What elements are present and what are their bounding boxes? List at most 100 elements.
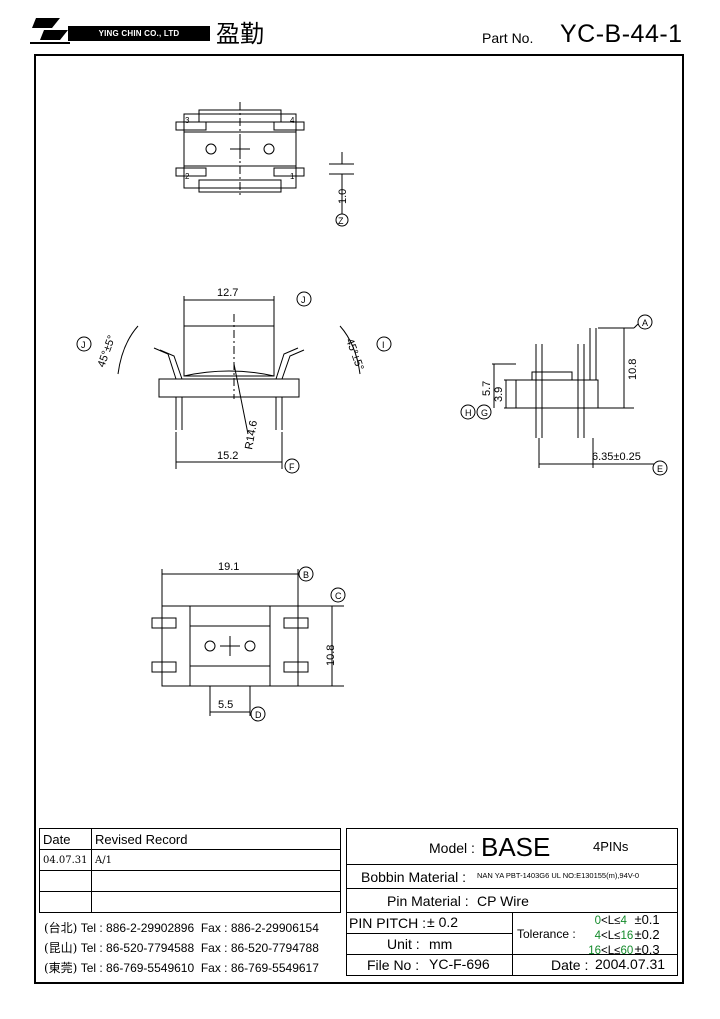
dim-radius: R14.6 xyxy=(243,420,260,451)
dim-width-top: 12.7 xyxy=(217,287,238,299)
contact-region: (昆山) xyxy=(44,941,78,955)
title-header: YING CHIN CO., LTD 盈勤 Part No. YC-B-44-1 xyxy=(0,0,720,55)
spec-model-row: Model : BASE 4PINs xyxy=(347,829,677,865)
spec-left-block: PIN PITCH : ± 0.2 Unit : mm File No : YC… xyxy=(347,913,513,975)
contact-tel: Tel : 86-769-5549610 xyxy=(80,961,195,975)
dim-pitch: 5.5 xyxy=(218,699,233,711)
ref-h: H xyxy=(465,408,472,418)
contact-fax: Fax : 86-769-5549617 xyxy=(200,961,319,975)
contact-fax: Fax : 886-2-29906154 xyxy=(200,921,319,935)
company-name-cn: 盈勤 xyxy=(216,20,264,48)
revision-record-1: A/1 xyxy=(91,849,341,871)
bottom-view xyxy=(151,569,344,716)
revision-header-record: Revised Record xyxy=(91,828,341,850)
ref-circle-j-top xyxy=(296,291,312,307)
revision-date-3 xyxy=(39,891,92,913)
tolerance-label: Tolerance : xyxy=(517,927,576,941)
bobbin-value: NAN YA PBT-1403G6 UL NO:E130155(m),94V-0 xyxy=(477,871,640,880)
dim-height-57: 5.7 xyxy=(481,381,493,396)
file-label: File No : xyxy=(367,957,420,973)
ref-circle-a xyxy=(637,314,653,330)
tolerance-block: Tolerance : 0<L≤4±0.1 4<L≤16±0.2 16<L≤60… xyxy=(513,912,677,958)
company-logo-icon xyxy=(30,18,70,44)
ref-circle-e xyxy=(652,460,668,476)
unit-row: Unit : mm xyxy=(347,934,512,955)
tolerance-row: 4<L≤16±0.2 xyxy=(594,927,660,942)
ref-circle-i xyxy=(376,336,392,352)
contact-fax: Fax : 86-520-7794788 xyxy=(200,941,319,955)
ref-circle-h xyxy=(460,404,476,420)
part-no-value: YC-B-44-1 xyxy=(560,20,683,48)
pitch-row: PIN PITCH : ± 0.2 xyxy=(347,913,512,934)
ref-d: D xyxy=(255,710,262,720)
side-view xyxy=(492,323,654,468)
ref-c: C xyxy=(335,591,342,601)
unit-label: Unit : xyxy=(387,936,420,952)
revision-table: Date Revised Record 04.07.31 A/1 xyxy=(39,828,341,913)
dim-pin-span: 15.2 xyxy=(217,450,238,462)
pin-material-value: CP Wire xyxy=(477,893,529,909)
ref-j-top: J xyxy=(301,295,306,305)
dim-angle-left: 45°±5° xyxy=(96,334,119,369)
ref-circle-j-left xyxy=(76,336,92,352)
pin-number-1: 1 xyxy=(290,172,295,181)
technical-drawing: 3 4 2 1 1.0 Z 12.7 J 45°±5° J 45°±5° I R… xyxy=(76,102,668,722)
ref-circle-g xyxy=(476,404,492,420)
tolerance-table: 0<L≤4±0.1 4<L≤16±0.2 16<L≤60±0.3 xyxy=(583,912,660,958)
ref-f: F xyxy=(289,462,295,472)
contact-line-dongguan: (東莞) Tel : 86-769-5549610 Fax : 86-769-5… xyxy=(44,959,319,976)
dim-bottom-depth: 10.8 xyxy=(325,645,337,666)
revision-date-1: 04.07.31 xyxy=(39,849,92,871)
revision-date-2 xyxy=(39,870,92,892)
pin-number-2: 2 xyxy=(185,172,190,181)
spec-pin-material-row: Pin Material : CP Wire xyxy=(347,889,677,913)
revision-record-3 xyxy=(91,891,341,913)
company-name-en: YING CHIN CO., LTD xyxy=(68,26,210,41)
tolerance-row: 16<L≤60±0.3 xyxy=(588,942,660,957)
ref-e: E xyxy=(657,464,663,474)
ref-g: G xyxy=(481,408,488,418)
revision-header-date: Date xyxy=(39,828,92,850)
dim-thickness: 1.0 xyxy=(337,189,349,204)
contact-line-kunshan: (昆山) Tel : 86-520-7794588 Fax : 86-520-7… xyxy=(44,939,319,956)
contact-line-taipei: (台北) Tel : 886-2-29902896 Fax : 886-2-29… xyxy=(44,919,319,936)
pitch-label: PIN PITCH : xyxy=(349,915,427,931)
contact-region: (台北) xyxy=(44,921,78,935)
file-value: YC-F-696 xyxy=(429,956,490,972)
tolerance-row: 0<L≤4±0.1 xyxy=(594,912,660,927)
contact-region: (東莞) xyxy=(44,961,78,975)
ref-circle-f xyxy=(284,458,300,474)
contact-tel: Tel : 886-2-29902896 xyxy=(80,921,195,935)
spec-bobbin-row: Bobbin Material : NAN YA PBT-1403G6 UL N… xyxy=(347,865,677,889)
ref-circle-d xyxy=(250,706,266,722)
revision-record-2 xyxy=(91,870,341,892)
ref-i: I xyxy=(382,340,385,350)
ref-circle-b xyxy=(298,566,314,582)
part-no-label: Part No. xyxy=(482,30,534,46)
dim-height-39: 3.9 xyxy=(493,387,505,402)
model-label: Model : xyxy=(429,840,475,856)
bobbin-label: Bobbin Material : xyxy=(361,869,467,885)
ref-circle-c xyxy=(330,587,346,603)
model-value: BASE xyxy=(481,832,551,862)
drawing-frame xyxy=(34,54,684,984)
pin-count: 4PINs xyxy=(593,839,629,854)
dim-pin-offset: 6.35±0.25 xyxy=(592,451,641,463)
front-view xyxy=(117,296,361,469)
contact-tel: Tel : 86-520-7794588 xyxy=(80,941,195,955)
dim-angle-right: 45°±5° xyxy=(343,337,366,372)
spec-box: Model : BASE 4PINs Bobbin Material : NAN… xyxy=(346,828,678,976)
ref-b: B xyxy=(303,570,309,580)
pin-number-4: 4 xyxy=(290,116,295,125)
pitch-value: ± 0.2 xyxy=(427,914,459,930)
dim-height-total: 10.8 xyxy=(627,359,639,380)
date-row: Date : 2004.07.31 xyxy=(513,955,677,975)
date-value: 2004.07.31 xyxy=(595,956,666,972)
ref-j-left: J xyxy=(81,340,86,350)
top-view xyxy=(175,102,354,227)
ref-z: Z xyxy=(338,216,344,226)
pin-material-label: Pin Material : xyxy=(387,893,469,909)
pin-number-3: 3 xyxy=(185,116,190,125)
ref-a: A xyxy=(642,318,648,328)
unit-value: mm xyxy=(429,936,453,952)
